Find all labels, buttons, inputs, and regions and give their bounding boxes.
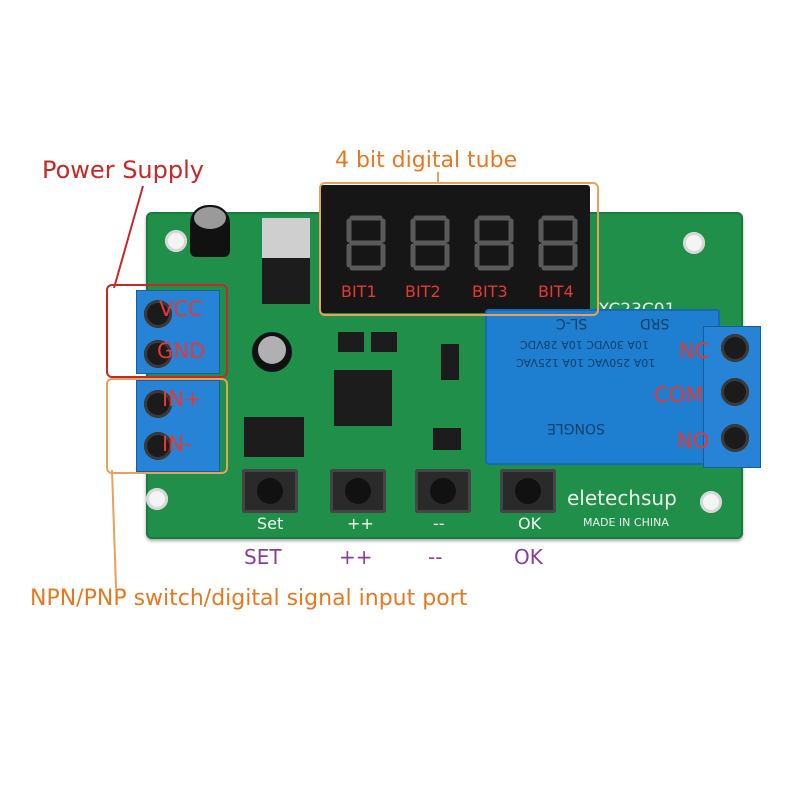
set-caption: SET — [244, 545, 282, 569]
com-screw-terminal[interactable] — [721, 378, 749, 406]
button-cap — [515, 478, 541, 504]
board-brand-label: eletechsup — [567, 486, 677, 510]
transistor-n2 — [441, 344, 459, 380]
ok-caption: OK — [514, 545, 543, 569]
digit-3 — [474, 215, 514, 271]
bit-label-2: BIT2 — [405, 282, 441, 301]
set-button[interactable] — [242, 469, 298, 513]
digit-4 — [538, 215, 578, 271]
resistor-array-ra1 — [371, 332, 397, 352]
made-in-label: MADE IN CHINA — [583, 516, 669, 529]
digital-tube-highlight — [319, 182, 599, 316]
power-supply-annotation: Power Supply — [42, 156, 204, 184]
small-capacitor-top — [258, 336, 286, 364]
com-label: COM — [654, 383, 704, 407]
input-port-highlight — [106, 378, 228, 474]
set-board-label: Set — [257, 514, 284, 533]
mounting-hole — [700, 491, 722, 513]
mounting-hole — [683, 232, 705, 254]
in-plus-label: IN+ — [162, 387, 202, 411]
button-cap — [345, 478, 371, 504]
digit-1 — [346, 215, 386, 271]
gnd-screw-terminal[interactable] — [144, 340, 172, 368]
transistor-q1 — [433, 428, 461, 450]
relay-module — [485, 309, 720, 465]
microcontroller-chip — [334, 370, 392, 426]
ok-board-label: OK — [518, 514, 542, 533]
power-supply-highlight — [106, 284, 228, 378]
input-port-annotation: NPN/PNP switch/digital signal input port — [30, 586, 468, 611]
nc-screw-terminal[interactable] — [721, 334, 749, 362]
button-cap — [430, 478, 456, 504]
vcc-label: VCC — [159, 297, 203, 321]
plus-caption: ++ — [339, 545, 373, 569]
plus-board-label: ++ — [347, 514, 374, 533]
vcc-screw-terminal[interactable] — [144, 300, 172, 328]
in-plus-screw-terminal[interactable] — [144, 390, 172, 418]
capacitor-top — [194, 207, 226, 229]
minus-board-label: -- — [433, 514, 445, 533]
voltage-regulator-body — [262, 258, 310, 304]
digit-2 — [410, 215, 450, 271]
gnd-label: GND — [157, 339, 206, 363]
resistor-array-ra2 — [338, 332, 364, 352]
in-minus-label: IN- — [162, 432, 192, 456]
in-minus-screw-terminal[interactable] — [144, 432, 172, 460]
bit-label-1: BIT1 — [341, 282, 377, 301]
no-screw-terminal[interactable] — [721, 424, 749, 452]
seven-segment-display — [320, 185, 590, 313]
nc-label: NC — [679, 339, 710, 363]
mounting-hole — [165, 230, 187, 252]
plus-button[interactable] — [330, 469, 386, 513]
minus-caption: -- — [428, 545, 443, 569]
digital-tube-annotation: 4 bit digital tube — [335, 148, 518, 173]
no-label: NO — [677, 429, 710, 453]
optocoupler-chip — [244, 417, 304, 457]
ok-button[interactable] — [500, 469, 556, 513]
mounting-hole — [146, 488, 168, 510]
bit-label-4: BIT4 — [538, 282, 574, 301]
bit-label-3: BIT3 — [472, 282, 508, 301]
button-cap — [257, 478, 283, 504]
minus-button[interactable] — [415, 469, 471, 513]
